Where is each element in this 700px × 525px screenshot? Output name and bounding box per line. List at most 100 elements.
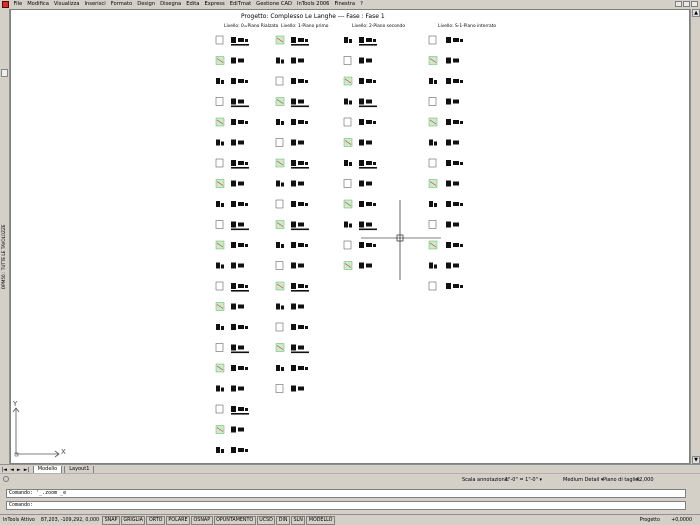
- plan-section-icon: [298, 222, 304, 227]
- menu-disegna[interactable]: Disegna: [160, 1, 182, 7]
- plan-section-icon: [231, 385, 236, 392]
- plan-section-icon: [453, 263, 459, 268]
- palette-toggle-button[interactable]: [1, 69, 8, 77]
- plan-section-icon: [231, 324, 236, 330]
- plan-block-icon: [429, 139, 433, 146]
- plan-section-icon: [298, 140, 304, 145]
- app-icon[interactable]: [2, 1, 9, 8]
- restore-button[interactable]: [683, 1, 690, 7]
- plan-section-icon: [366, 222, 372, 227]
- plan-block-icon: [216, 447, 220, 453]
- plan-section-icon: [453, 243, 459, 247]
- plan-section-icon: [305, 367, 308, 370]
- grid-toggle[interactable]: GRIGLIA: [120, 515, 146, 525]
- plan-section-icon: [238, 79, 244, 83]
- menu-file[interactable]: File: [13, 1, 23, 7]
- annotation-scale-select[interactable]: 1"-0" = 1"-0" ▾: [505, 477, 542, 483]
- plan-section-icon: [373, 39, 376, 42]
- tab-nav-prev-icon[interactable]: ◄: [10, 466, 14, 473]
- plan-section-icon: [291, 324, 296, 330]
- plan-section-icon: [298, 38, 304, 42]
- polar-toggle[interactable]: POLARE: [165, 515, 191, 525]
- plan-section-icon: [245, 203, 248, 206]
- menu-visualizza[interactable]: Visualizza: [53, 1, 80, 7]
- plan-section-icon: [366, 58, 372, 63]
- plan-outline-icon: [215, 343, 224, 352]
- ucs-toggle[interactable]: UCSD: [256, 515, 276, 525]
- status-project-value: +0,0000: [671, 517, 692, 523]
- plan-outline-icon: [343, 117, 352, 127]
- plan-section-icon: [446, 37, 451, 43]
- ucs-x-label: X: [61, 448, 66, 456]
- plan-section-icon: [359, 105, 377, 108]
- plan-section-icon: [238, 407, 244, 411]
- plan-section-icon: [245, 162, 248, 165]
- menu-edita[interactable]: Edita: [186, 1, 200, 7]
- menu-help[interactable]: ?: [360, 1, 363, 7]
- plan-section-icon: [245, 285, 248, 288]
- lwt-toggle[interactable]: SLN: [291, 515, 306, 525]
- menu-editmat[interactable]: EdiTmat: [229, 1, 252, 7]
- cut-plane-value[interactable]: 42,000: [636, 477, 654, 483]
- scroll-up-arrow-icon[interactable]: ▲: [692, 9, 700, 17]
- menu-finestra[interactable]: Finestra: [334, 1, 356, 7]
- tool-palette-strip[interactable]: DPM50 : TUTTE LE TAVOLOZZE: [0, 9, 10, 464]
- menu-formato[interactable]: Formato: [110, 1, 133, 7]
- status-project-label: Progetto: [639, 517, 660, 523]
- column-heading-level-0: Livello: 0=Piano Rialzato: [224, 24, 279, 29]
- command-input[interactable]: Comando:: [6, 501, 686, 510]
- plan-section-icon: [291, 98, 296, 105]
- plan-section-icon: [298, 202, 304, 206]
- plan-section-icon: [453, 99, 459, 104]
- annotation-toggle-icon[interactable]: [3, 476, 9, 482]
- ortho-toggle[interactable]: ORTO: [146, 515, 165, 525]
- snap-toggle[interactable]: SNAP: [102, 515, 120, 525]
- plan-section-icon: [245, 367, 248, 370]
- plan-block-icon: [276, 119, 280, 125]
- menu-design[interactable]: Design: [137, 1, 156, 7]
- menu-intools[interactable]: InTools 2006: [297, 1, 330, 7]
- plan-section-icon: [238, 427, 244, 432]
- model-toggle[interactable]: MODELLO: [306, 515, 335, 525]
- plan-section-icon: [238, 120, 244, 124]
- right-scroll-strip[interactable]: ▲ ▼: [690, 9, 700, 464]
- menu-inserisci[interactable]: Inserisci: [84, 1, 106, 7]
- detail-level-select[interactable]: Medium Detail ▾: [563, 477, 604, 483]
- plan-section-icon: [238, 366, 244, 370]
- plan-section-icon: [359, 262, 364, 269]
- palette-vertical-label: DPM50 : TUTTE LE TAVOLOZZE: [1, 224, 6, 290]
- minimize-button[interactable]: [675, 1, 682, 7]
- plan-section-icon: [305, 244, 308, 247]
- plan-section-icon: [231, 98, 236, 105]
- plan-section-icon: [238, 202, 244, 206]
- menu-gestione-cad[interactable]: Gestione CAD: [256, 1, 293, 7]
- status-bar: InTools Attivo 87,203, -109,292, 0,000 S…: [0, 514, 700, 525]
- plan-section-icon: [446, 57, 451, 64]
- tab-nav-next-icon[interactable]: ►: [16, 466, 21, 473]
- tab-nav-first-icon[interactable]: |◄: [1, 466, 8, 473]
- plan-section-icon: [231, 262, 236, 269]
- plan-section-icon: [446, 98, 451, 105]
- tab-nav-last-icon[interactable]: ►|: [23, 466, 30, 473]
- menu-express[interactable]: Express: [204, 1, 225, 7]
- plan-section-icon: [291, 242, 296, 248]
- plan-section-icon: [245, 408, 248, 411]
- drawing-canvas[interactable]: Progetto: Complesso Le Langhe --- Fase :…: [10, 9, 690, 464]
- din-toggle[interactable]: DIN: [276, 515, 290, 525]
- column-heading-level-2: Livello: 2-Piano secondo: [352, 24, 406, 29]
- plan-section-icon: [291, 160, 296, 166]
- plan-section-icon: [366, 140, 372, 145]
- menu-modifica[interactable]: Modifica: [27, 1, 49, 7]
- otrack-toggle[interactable]: OPUNTAMENTO: [213, 515, 256, 525]
- close-button[interactable]: [691, 1, 698, 7]
- plan-section-icon: [453, 202, 459, 206]
- scroll-down-arrow-icon[interactable]: ▼: [692, 456, 700, 464]
- plan-outline-icon: [428, 220, 437, 229]
- plan-outline-icon: [215, 220, 224, 229]
- plan-section-icon: [238, 58, 244, 63]
- plan-section-icon: [245, 121, 248, 124]
- osnap-toggle[interactable]: OSNAP: [191, 515, 213, 525]
- plan-section-icon: [238, 181, 244, 186]
- plan-section-icon: [231, 201, 236, 207]
- plan-block-icon: [276, 180, 280, 187]
